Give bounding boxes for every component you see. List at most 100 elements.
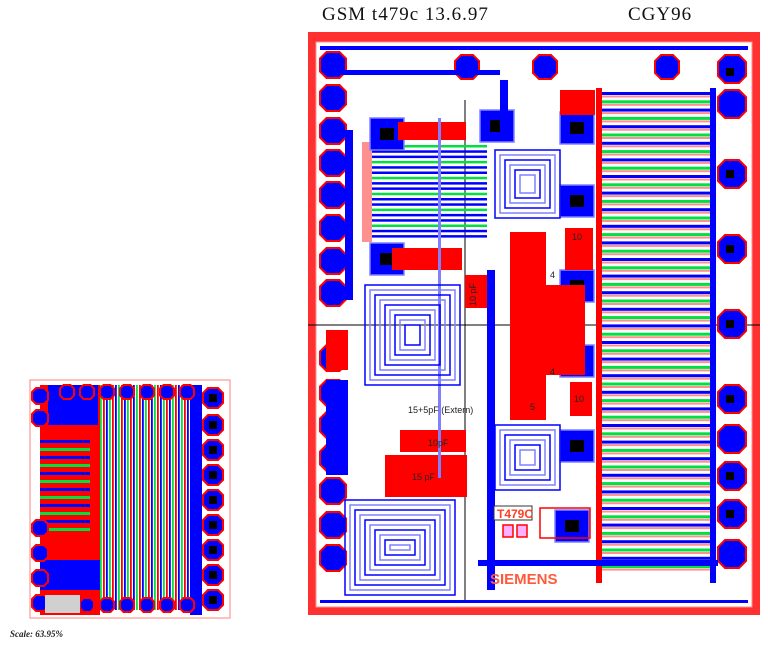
spiral-inductor [344,499,456,596]
transistor-finger [598,365,712,369]
capacitor [565,228,593,270]
gate-poly [598,153,712,156]
transistor-finger [598,258,712,261]
spiral-inductor [364,284,461,386]
transistor-finger [598,282,712,286]
ground-rail [320,600,748,603]
bond-pad [159,384,175,400]
bond-pad [99,597,115,613]
gate-poly [598,278,712,281]
transistor-finger [598,473,712,477]
spiral-inductor [519,174,536,194]
transistor-finger [598,307,712,311]
bond-pad [717,89,747,119]
transistor-finger [598,224,712,228]
spiral-inductor [514,169,541,199]
transistor-finger [598,183,712,187]
via-contact [565,520,579,532]
transistor-finger [598,299,712,303]
transistor-finger [598,424,712,427]
cap-label: 10 [574,394,584,404]
bond-pad [139,384,155,400]
overview-finger [115,385,117,610]
transistor-finger [598,548,712,552]
gate-poly [598,444,712,447]
spiral-inductor [379,534,421,561]
transistor-finger [598,249,712,253]
spiral-inductor [499,154,556,214]
via-contact [726,245,734,253]
spiral-inductor [389,544,411,551]
transistor-finger [598,399,712,403]
spiral-inductor [359,514,441,581]
transistor-finger [598,266,712,270]
transistor-finger [598,158,712,162]
via-contact [570,440,584,452]
spiral-inductor [494,149,561,219]
transistor-finger [598,457,712,461]
gate-poly [598,369,712,372]
bond-pad [31,387,49,405]
bond-pad [319,247,347,275]
gate-poly [598,452,712,455]
spiral-inductor [404,324,421,346]
gate-poly [598,344,712,347]
via-contact [209,546,217,554]
gate-poly [598,103,712,106]
spiral-inductor [374,529,426,566]
cap-label: 10 [572,232,582,242]
overview-finger [163,385,165,610]
bond-pad [179,384,195,400]
transistor-finger [362,182,487,185]
labels: 10 pF 15+5pF (Extern) 10pF 15 pF 4 4 10 … [408,232,584,588]
cap-label: 5 [530,402,535,412]
transistor-finger [362,229,487,233]
array-bus [596,88,602,583]
spiral-inductor [364,519,436,576]
overview-finger [181,385,183,610]
gate-poly [598,269,712,272]
bond-pad [99,384,115,400]
overview-finger [40,464,90,467]
transistor-finger [598,233,712,237]
via-contact [726,320,734,328]
transistor-finger [598,357,712,361]
via-contact [209,596,217,604]
gate-poly [598,485,712,488]
gate-poly [598,552,712,554]
capacitor [398,122,466,140]
transistor-finger [362,192,487,196]
bond-pad [654,54,680,80]
gate-poly [598,294,712,297]
transistor-finger [362,171,487,174]
transistor-finger [362,235,487,238]
transistor-finger [598,92,712,95]
transistor-finger [362,213,487,217]
transistor-finger [362,187,487,190]
overview-finger [157,385,159,610]
overview-metal [40,560,100,590]
cap-label: 10pF [428,438,449,448]
transistor-outline [539,507,591,539]
spiral-inductor [504,434,551,481]
via-contact [209,446,217,454]
bond-pad [31,544,49,562]
gate-poly [598,394,712,397]
overview-finger [169,385,171,610]
transistor-finger [362,203,487,206]
overview-finger [175,385,177,610]
transistor-finger [362,208,487,212]
spiral-inductor [504,159,551,209]
gate-poly [598,95,712,98]
via-contact [209,394,217,402]
transistor-finger [362,155,487,159]
bond-pad [319,51,347,79]
overview-finger [148,385,150,610]
transistor-finger [598,191,712,195]
gate-poly [598,220,712,222]
gate-poly [598,402,712,405]
transistor-finger [598,490,712,494]
bond-pad [31,409,49,427]
transistor-finger [598,415,712,419]
